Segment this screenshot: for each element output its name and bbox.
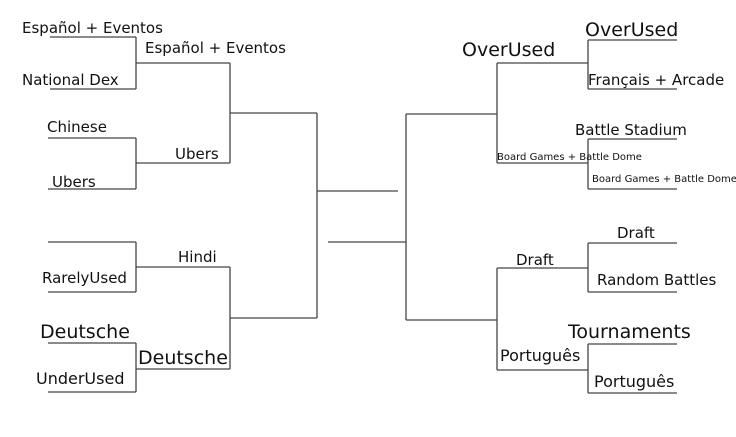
right-r1-m3-bottom-label: Random Battles [597,271,717,289]
right-r1-m4-bottom-label: Português [594,372,674,391]
left-bracket [48,36,398,393]
right-r1-m2-bottom-label: Board Games + Battle Dome [592,174,736,185]
right-r2-label-3: Draft [516,251,554,269]
right-r1-m2-top-label: Battle Stadium [575,121,687,139]
right-r2-label-1: OverUsed [462,39,555,61]
left-r1-m2-top-label: Chinese [47,118,107,136]
right-r1-m3-top-label: Draft [617,224,655,242]
left-r1-m4-bottom-label: UnderUsed [36,369,124,388]
left-labels: Español + Eventos National Dex Chinese U… [22,19,286,388]
left-r2-label-4: Deutsche [138,347,228,369]
right-r1-m1-top-label: OverUsed [585,19,678,41]
left-r1-m2-bottom-label: Ubers [52,173,96,191]
left-r2-label-3: Hindi [178,248,217,266]
right-bracket [328,39,677,394]
right-labels: OverUsed Board Games + Battle Dome Draft… [462,19,736,391]
right-r1-m4-top-label: Tournaments [567,321,691,343]
right-r2-label-2: Board Games + Battle Dome [497,152,642,163]
left-r2-label-1: Español + Eventos [145,39,286,57]
right-r2-label-4: Português [500,346,580,365]
left-r1-m3-bottom-label: RarelyUsed [42,269,127,287]
left-r1-m1-bottom-label: National Dex [22,71,119,89]
left-r1-m4-top-label: Deutsche [40,321,130,343]
right-r1-m1-bottom-label: Français + Arcade [588,71,724,89]
left-r1-m1-top-label: Español + Eventos [22,19,163,37]
left-r2-label-2: Ubers [175,145,219,163]
